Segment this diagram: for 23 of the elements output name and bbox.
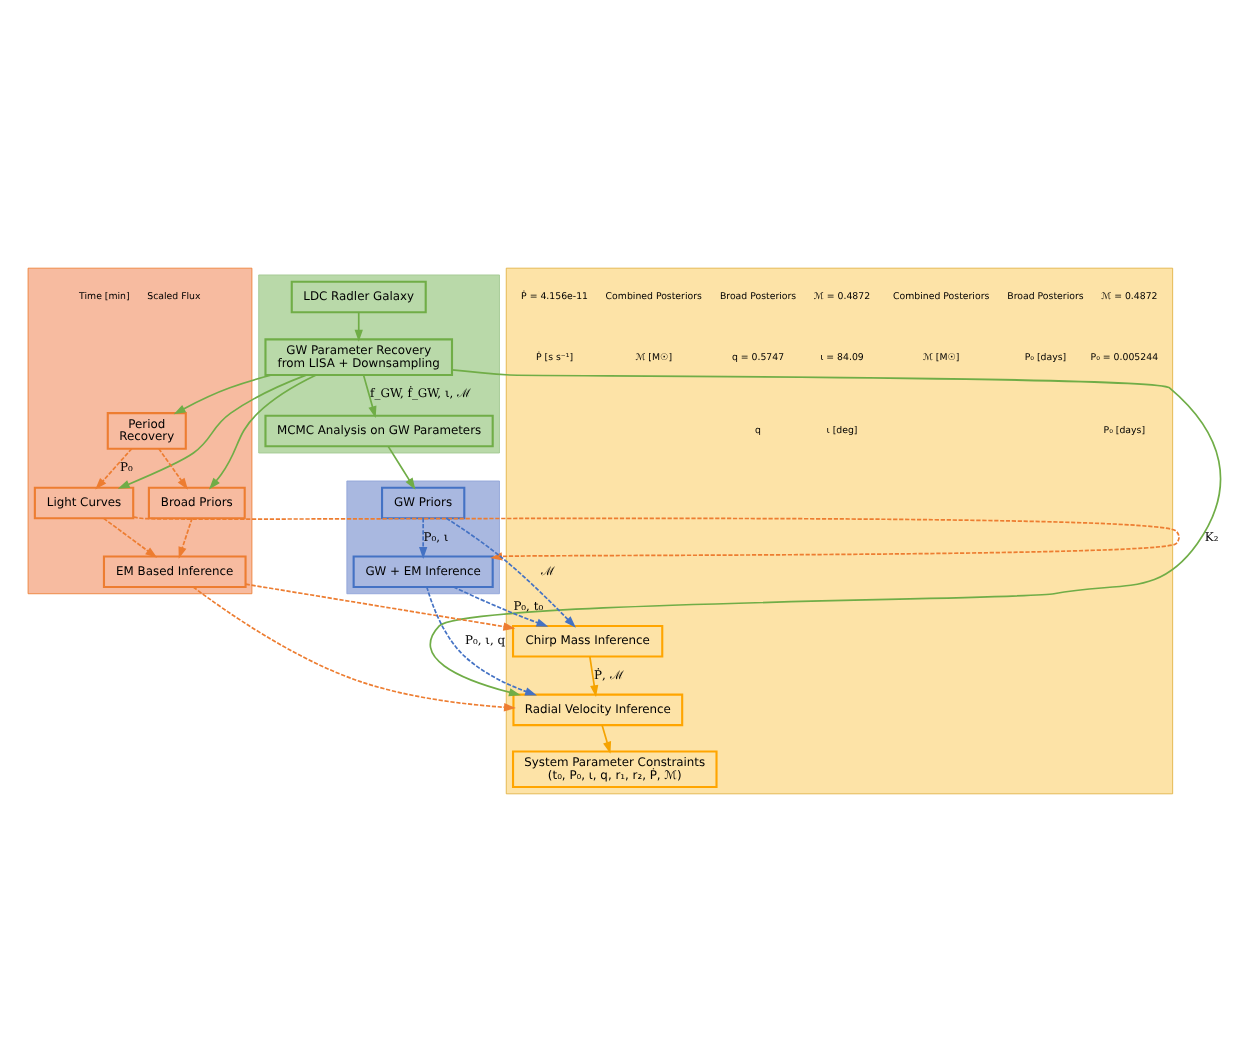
cluster [27,266,253,594]
arrow [158,447,188,489]
arrow [132,515,1180,560]
cluster [258,273,500,453]
arrow [425,585,537,695]
arrow [102,516,158,557]
arrow [192,585,516,711]
arrow [117,373,307,488]
arrow [178,516,193,558]
arrow [173,373,273,414]
arrow [387,444,416,489]
arrow [452,585,549,626]
arrow [429,368,1222,696]
arrow [362,373,377,418]
arrow [95,447,133,489]
arrow [601,723,612,753]
arrow [208,373,318,489]
arrow [445,516,576,627]
cluster [346,479,500,594]
arrow [419,516,428,558]
arrow [244,582,516,630]
arrow [354,310,363,341]
arrow [589,654,599,697]
